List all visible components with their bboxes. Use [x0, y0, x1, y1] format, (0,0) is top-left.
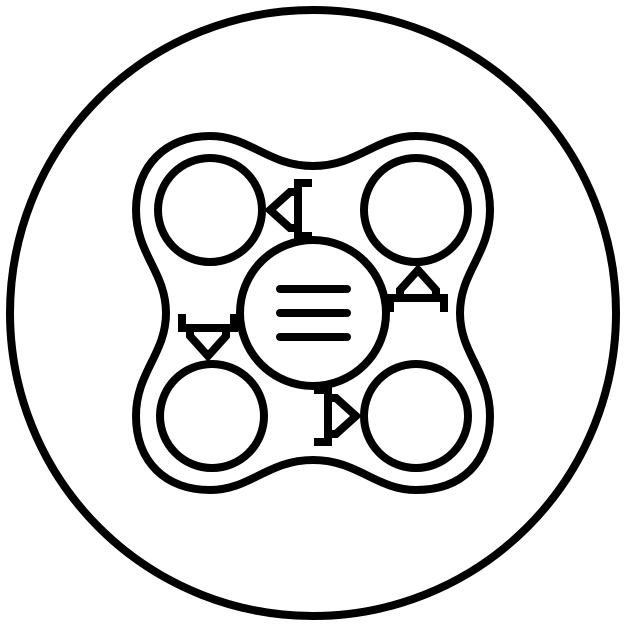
arrow-left-icon	[264, 179, 312, 240]
outer-frame-circle	[6, 6, 620, 620]
clover-outline	[132, 132, 494, 494]
arrow-down-icon	[178, 314, 238, 362]
center-circle	[236, 236, 390, 390]
arrow-right-icon	[314, 386, 362, 446]
node-circle-top-left	[154, 154, 266, 266]
arrow-up-icon	[386, 264, 448, 312]
menu-lines-icon	[276, 285, 351, 341]
node-circle-bottom-left	[156, 360, 268, 472]
node-circle-top-right	[360, 154, 472, 266]
node-circle-bottom-right	[360, 360, 472, 472]
